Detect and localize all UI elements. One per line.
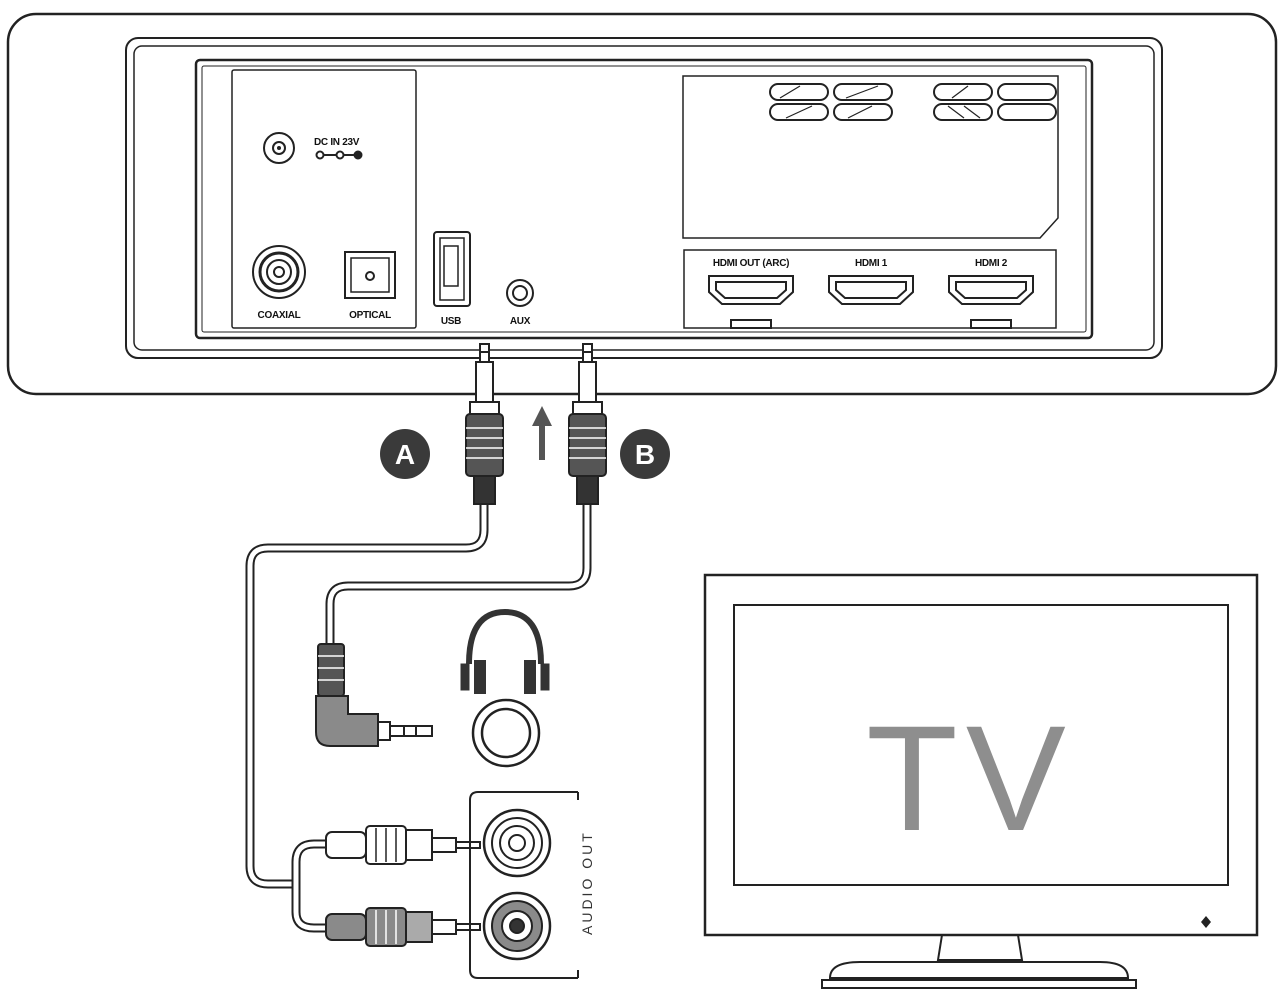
rca-plug-red	[325, 907, 481, 947]
optical-port	[344, 251, 396, 299]
hdmi-1-port	[828, 275, 914, 305]
callout-b: B	[620, 429, 670, 479]
dc-in-port	[263, 132, 295, 164]
tv-power-indicator-icon	[1201, 916, 1211, 928]
dc-polarity-icon	[315, 150, 363, 160]
tv	[703, 573, 1259, 989]
cable-a	[245, 495, 489, 889]
audio-out-jack-white	[482, 808, 552, 878]
dc-in-label: DC IN 23V	[314, 137, 360, 148]
hdmi-out-port	[708, 275, 794, 329]
callout-a: A	[380, 429, 430, 479]
audio-out-label: AUDIO OUT	[579, 830, 595, 935]
right-angle-plug	[315, 643, 433, 747]
audio-out-jack-red	[482, 891, 552, 961]
usb-port	[433, 231, 471, 307]
soundbar	[6, 12, 1278, 396]
hdmi-2-port	[948, 275, 1034, 329]
rca-split-cable	[291, 839, 330, 933]
coaxial-label: COAXIAL	[258, 310, 301, 321]
svg-text:B: B	[635, 439, 655, 470]
rca-plug-white	[325, 825, 481, 865]
hdmi-out-label: HDMI OUT (ARC)	[713, 258, 789, 269]
coaxial-port	[252, 245, 306, 299]
hdmi-panel	[683, 249, 1057, 329]
hdmi-2-label: HDMI 2	[975, 258, 1008, 269]
tv-label: TV	[866, 694, 1074, 862]
aux-label: AUX	[510, 316, 531, 327]
headphone-icon	[460, 608, 550, 694]
optical-label: OPTICAL	[349, 310, 391, 321]
usb-label: USB	[441, 316, 461, 327]
hdmi-1-label: HDMI 1	[855, 258, 888, 269]
headphone-jack	[471, 698, 541, 768]
vent-panel	[682, 75, 1059, 239]
cable-b	[325, 495, 592, 653]
plug-a	[465, 343, 504, 505]
aux-port	[506, 279, 534, 307]
arrow-up-icon	[532, 406, 552, 460]
audio-out-panel	[469, 791, 579, 979]
plug-b	[568, 343, 607, 505]
svg-text:A: A	[395, 439, 415, 470]
